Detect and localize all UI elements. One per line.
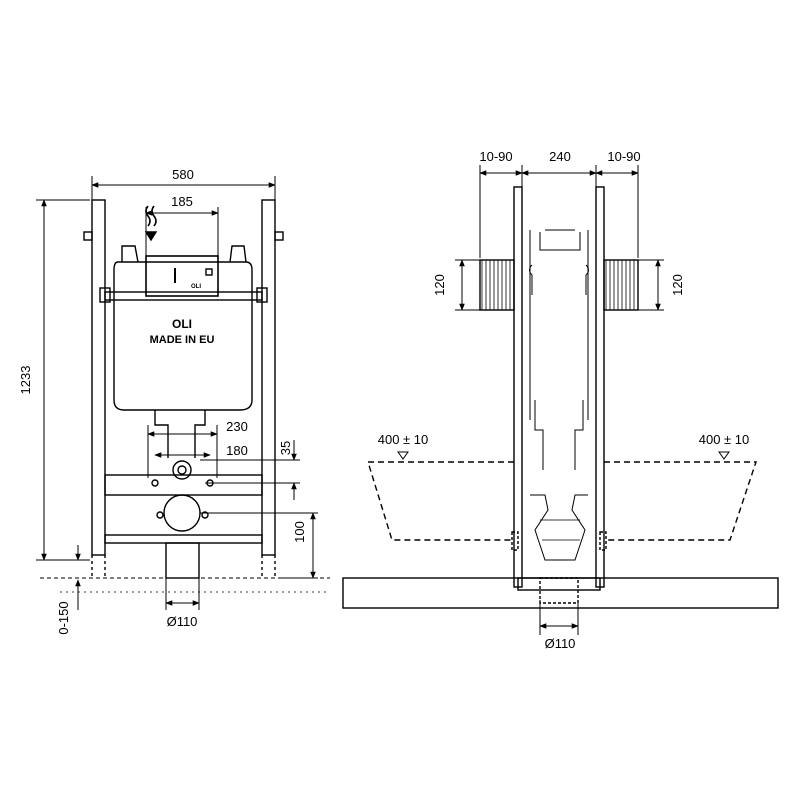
left-rail-clamp: [99, 287, 111, 303]
side-view: [342, 186, 779, 609]
cistern-top-right-lug: [229, 245, 247, 263]
drain-pipe: [165, 542, 200, 579]
water-supply-icon: [145, 205, 157, 227]
top-rail: [104, 291, 263, 301]
cistern-top-left-lug: [121, 245, 139, 263]
dim-stud-offset: 35: [278, 441, 293, 455]
right-bowl-outline: [604, 461, 757, 541]
right-foot: [261, 555, 276, 578]
side-dimensions: [397, 165, 730, 635]
cistern-profile: [529, 229, 589, 420]
front-dimensions: [36, 176, 318, 610]
dim-left-bracket-height: 120: [432, 274, 447, 296]
lower-frame-bar: [104, 474, 263, 496]
drain-bend: [530, 494, 588, 561]
dim-stud-spacing-outer: 230: [226, 419, 248, 434]
dim-right-bowl-height: 400 ± 10: [699, 432, 750, 447]
lower-frame-bottom: [104, 534, 263, 544]
dim-drain-diameter-side: Ø110: [545, 636, 576, 651]
dim-stud-spacing-inner: 180: [226, 443, 248, 458]
made-in-label: MADE IN EU: [150, 334, 215, 346]
left-post: [91, 199, 106, 556]
cistern: [113, 261, 253, 411]
dim-overall-width: 580: [172, 167, 194, 182]
right-rail-clamp: [256, 287, 268, 303]
dim-left-depth: 10-90: [479, 149, 512, 164]
dim-frame-depth: 240: [549, 149, 571, 164]
cistern-outlet: [154, 410, 206, 458]
frame-front-post: [513, 186, 523, 588]
left-wall-bracket: [479, 259, 515, 311]
dim-left-bowl-height: 400 ± 10: [378, 432, 429, 447]
dim-floor-adjust: 0-150: [56, 601, 71, 634]
dim-right-bracket-height: 120: [670, 274, 685, 296]
dim-right-depth: 10-90: [607, 149, 640, 164]
drain-pipe-side: [539, 577, 579, 604]
flush-plate-logo: OLI: [191, 284, 201, 290]
supply-connection: [172, 460, 192, 480]
flush-plate: [145, 255, 219, 297]
right-post: [261, 199, 276, 556]
drain-outlet: [163, 494, 201, 532]
dim-flush-plate-width: 185: [171, 194, 193, 209]
left-bowl-outline: [367, 461, 514, 541]
dim-overall-height: 1233: [18, 366, 33, 395]
right-wall-bracket: [603, 259, 639, 311]
frame-base: [517, 577, 601, 591]
left-wall-tab: [83, 231, 93, 241]
dim-drain-diameter-front: Ø110: [167, 614, 198, 629]
cistern-logo: OLI: [172, 317, 192, 331]
front-view: [83, 199, 284, 579]
dim-drain-height: 100: [292, 521, 307, 543]
flush-button-square: [205, 268, 213, 276]
left-foot: [91, 555, 106, 578]
frame-back-post: [595, 186, 605, 588]
right-wall-tab: [274, 231, 284, 241]
